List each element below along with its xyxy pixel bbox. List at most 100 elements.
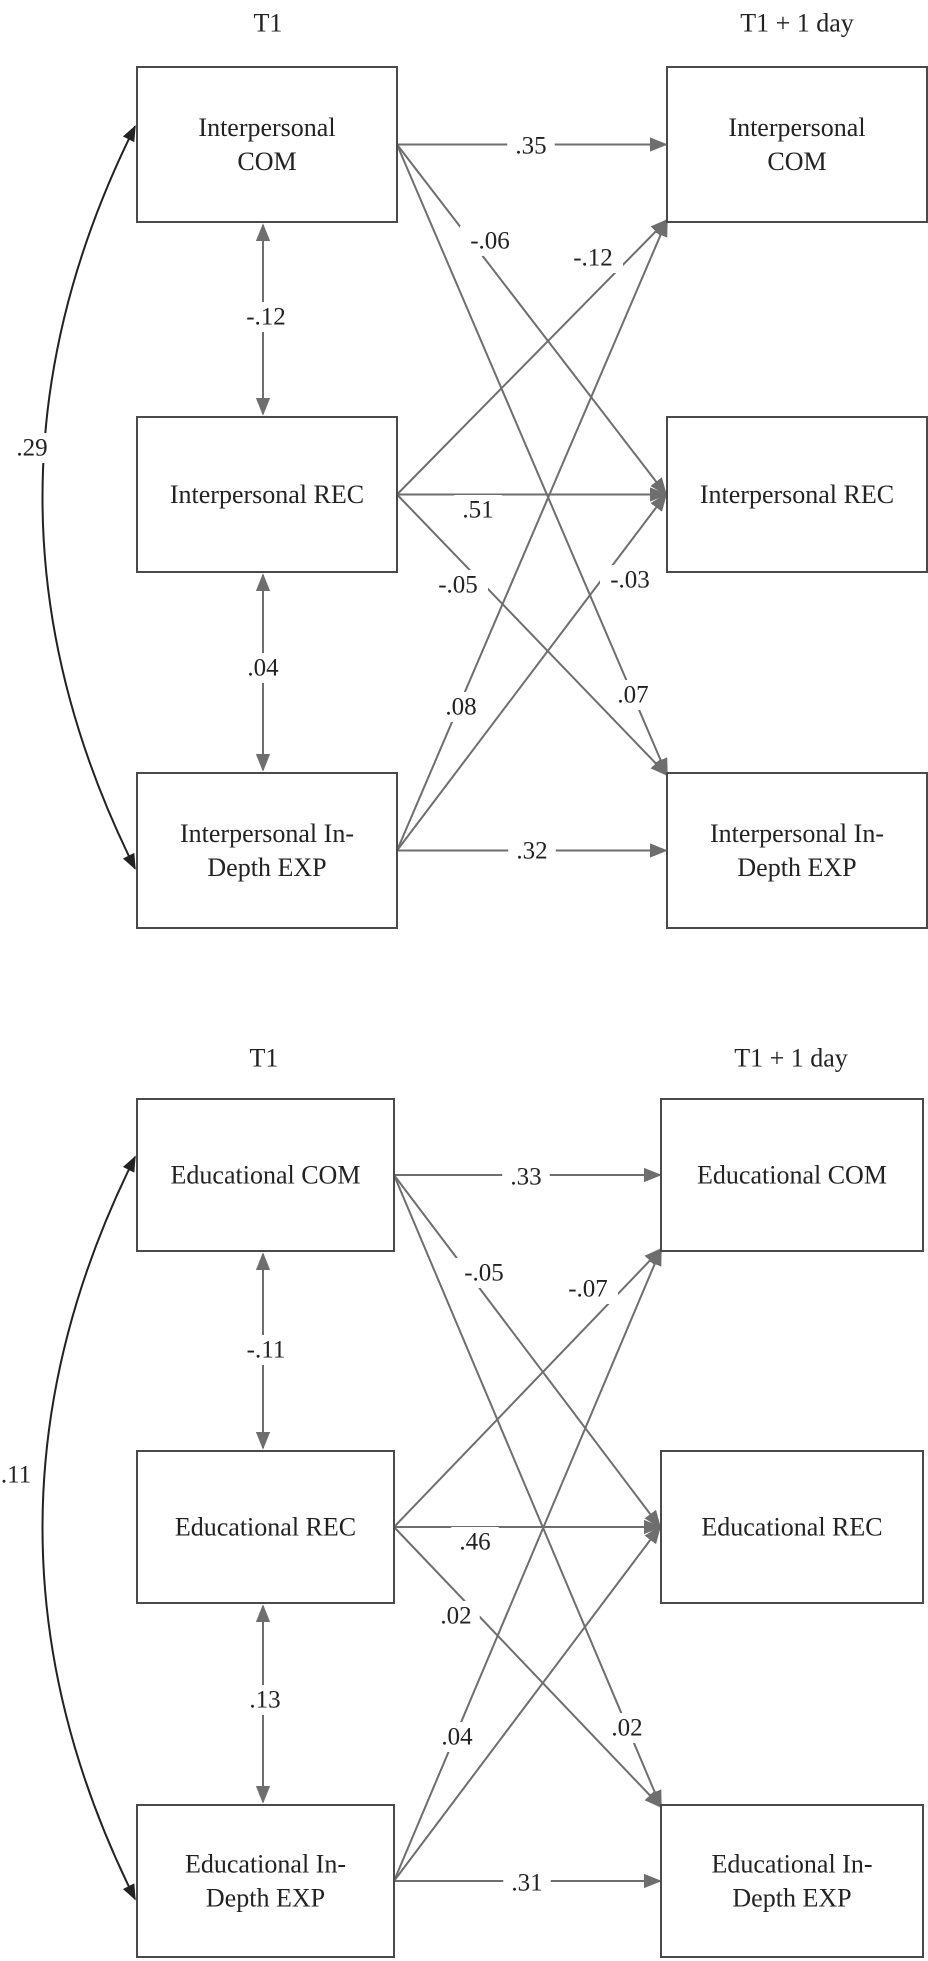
coef-exp-to-com: .04: [441, 1724, 473, 1751]
right-node-com-label-line-1: Educational COM: [697, 1161, 887, 1190]
coef-com-to-com-bg: [507, 131, 555, 161]
left-node-exp-label-line-2: Depth EXP: [207, 853, 326, 882]
coef-exp-to-com: .08: [445, 694, 476, 721]
right-node-exp-box: [666, 772, 928, 929]
coef-rec-to-rec: .46: [459, 1529, 490, 1556]
right-node-rec-label-line-1: Interpersonal REC: [700, 480, 894, 509]
covariance-com-exp: [41, 1155, 136, 1901]
left-node-com-label-line-2: COM: [237, 147, 296, 176]
coef-rec-to-exp-bg: [428, 570, 488, 600]
left-node-exp-box: [136, 1804, 395, 1958]
coef-covariance-com-rec: -.12: [246, 304, 286, 331]
left-node-rec-box: [136, 416, 398, 573]
coef-rec-to-rec: .51: [462, 497, 493, 524]
path-com-to-rec: [393, 1174, 662, 1529]
coef-com-to-exp-bg: [603, 1713, 651, 1743]
coef-com-to-exp-bg: [609, 680, 657, 710]
coef-covariance-rec-exp: .04: [247, 655, 279, 682]
left-node-exp-box: [136, 772, 398, 929]
covariance-com-exp: [41, 125, 136, 870]
coef-covariance-rec-exp-bg: [241, 1685, 289, 1715]
time-label-t1: T1: [250, 1044, 279, 1073]
path-rec-to-exp: [396, 493, 669, 777]
right-node-com-box: [660, 1098, 924, 1252]
right-node-exp-box: [660, 1804, 924, 1958]
right-node-rec-box: [660, 1450, 924, 1604]
lines: [41, 1155, 663, 1901]
coef-exp-to-com-bg: [437, 692, 485, 722]
path-com-to-exp: [393, 1174, 662, 1809]
coef-covariance-com-rec: -.11: [247, 1337, 286, 1364]
coef-exp-to-rec-bg: [600, 565, 660, 595]
path-com-to-rec: [396, 143, 668, 496]
coef-covariance-com-exp-bg: [8, 433, 56, 463]
path-rec-to-exp: [393, 1526, 663, 1809]
coef-covariance-com-exp: .29: [16, 435, 47, 462]
coef-exp-to-exp-bg: [503, 1868, 551, 1898]
coef-com-to-com-bg: [502, 1162, 550, 1192]
left-node-exp-label-line-1: Educational In-: [185, 1850, 346, 1879]
time-label-t1-plus-1-day: T1 + 1 day: [734, 1044, 848, 1073]
left-node-exp-label-line-1: Interpersonal In-: [180, 819, 354, 848]
coef-com-to-exp: .07: [617, 682, 648, 709]
path-rec-to-com: [396, 218, 669, 496]
left-node-com-box: [136, 1098, 395, 1252]
coef-rec-to-rec-bg: [454, 495, 502, 525]
left-node-rec-label-line-1: Interpersonal REC: [170, 480, 364, 509]
left-node-rec-box: [136, 1450, 395, 1604]
coef-com-to-rec: -.05: [464, 1260, 504, 1287]
right-node-com-label-line-1: Interpersonal: [728, 113, 865, 142]
coef-covariance-rec-exp: .13: [249, 1687, 280, 1714]
coef-rec-to-com: -.12: [573, 245, 613, 272]
coef-exp-to-exp: .31: [511, 1870, 542, 1897]
coef-rec-to-exp: .02: [440, 1603, 471, 1630]
coef-covariance-com-rec-bg: [236, 1335, 296, 1365]
coef-exp-to-com-bg: [433, 1722, 481, 1752]
coef-covariance-com-rec-bg: [236, 302, 296, 332]
left-node-com-label-line-1: Interpersonal: [198, 113, 335, 142]
coef-rec-to-exp: -.05: [438, 572, 478, 599]
coef-exp-to-rec: -.03: [610, 567, 650, 594]
coef-com-to-rec: -.06: [470, 228, 510, 255]
coef-rec-to-com: -.07: [568, 1276, 608, 1303]
coef-exp-to-exp-bg: [508, 836, 556, 866]
right-node-com-box: [666, 66, 928, 223]
left-node-com-box: [136, 66, 398, 223]
coef-rec-to-exp-bg: [432, 1601, 480, 1631]
path-exp-to-com: [396, 218, 668, 851]
coef-com-to-rec-bg: [454, 1258, 514, 1288]
coef-com-to-exp: .02: [611, 1715, 642, 1742]
boxes: [136, 1098, 924, 1958]
right-node-com-label-line-2: COM: [767, 147, 826, 176]
right-node-rec-label-line-1: Educational REC: [701, 1513, 882, 1542]
coef-rec-to-rec-bg: [451, 1527, 499, 1557]
left-node-com-label-line-1: Educational COM: [171, 1161, 361, 1190]
coef-com-to-com: .35: [515, 133, 546, 160]
coef-covariance-com-exp: .11: [1, 1462, 31, 1489]
time-label-t1-plus-1-day: T1 + 1 day: [740, 9, 854, 38]
lines: [41, 125, 669, 870]
coef-com-to-com: .33: [510, 1164, 541, 1191]
right-node-rec-box: [666, 416, 928, 573]
left-node-rec-label-line-1: Educational REC: [175, 1513, 356, 1542]
right-node-exp-label-line-1: Educational In-: [712, 1850, 873, 1879]
coef-covariance-com-exp-bg: [0, 1460, 40, 1490]
path-com-to-exp: [396, 144, 668, 777]
path-exp-to-rec: [393, 1525, 662, 1882]
coef-com-to-rec-bg: [460, 226, 520, 256]
coef-exp-to-exp: .32: [516, 838, 547, 865]
path-exp-to-com: [393, 1247, 662, 1882]
coef-rec-to-com-bg: [563, 243, 623, 273]
path-exp-to-rec: [396, 493, 668, 852]
time-label-t1: T1: [254, 9, 283, 38]
coef-covariance-rec-exp-bg: [239, 653, 287, 683]
path-rec-to-com: [393, 1247, 663, 1528]
coef-rec-to-com-bg: [558, 1274, 618, 1304]
right-node-exp-label-line-2: Depth EXP: [732, 1884, 851, 1913]
left-node-exp-label-line-2: Depth EXP: [206, 1884, 325, 1913]
